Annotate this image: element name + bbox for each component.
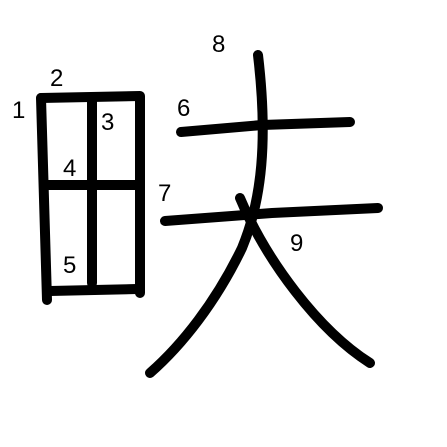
stroke-number-2: 2 — [50, 65, 63, 92]
stroke-1 — [36, 93, 52, 305]
stroke-number-9: 9 — [290, 230, 303, 257]
stroke-7 — [160, 203, 383, 226]
stroke-number-7: 7 — [158, 180, 171, 207]
stroke-number-8: 8 — [212, 31, 225, 58]
stroke-2 — [36, 91, 145, 298]
stroke-number-6: 6 — [177, 95, 190, 122]
stroke-8 — [145, 50, 268, 378]
stroke-number-3: 3 — [101, 109, 114, 136]
stroke-number-1: 1 — [12, 97, 25, 124]
stroke-9 — [235, 193, 375, 368]
stroke-5 — [45, 284, 142, 296]
stroke-number-5: 5 — [63, 252, 76, 279]
stroke-number-4: 4 — [63, 155, 76, 182]
